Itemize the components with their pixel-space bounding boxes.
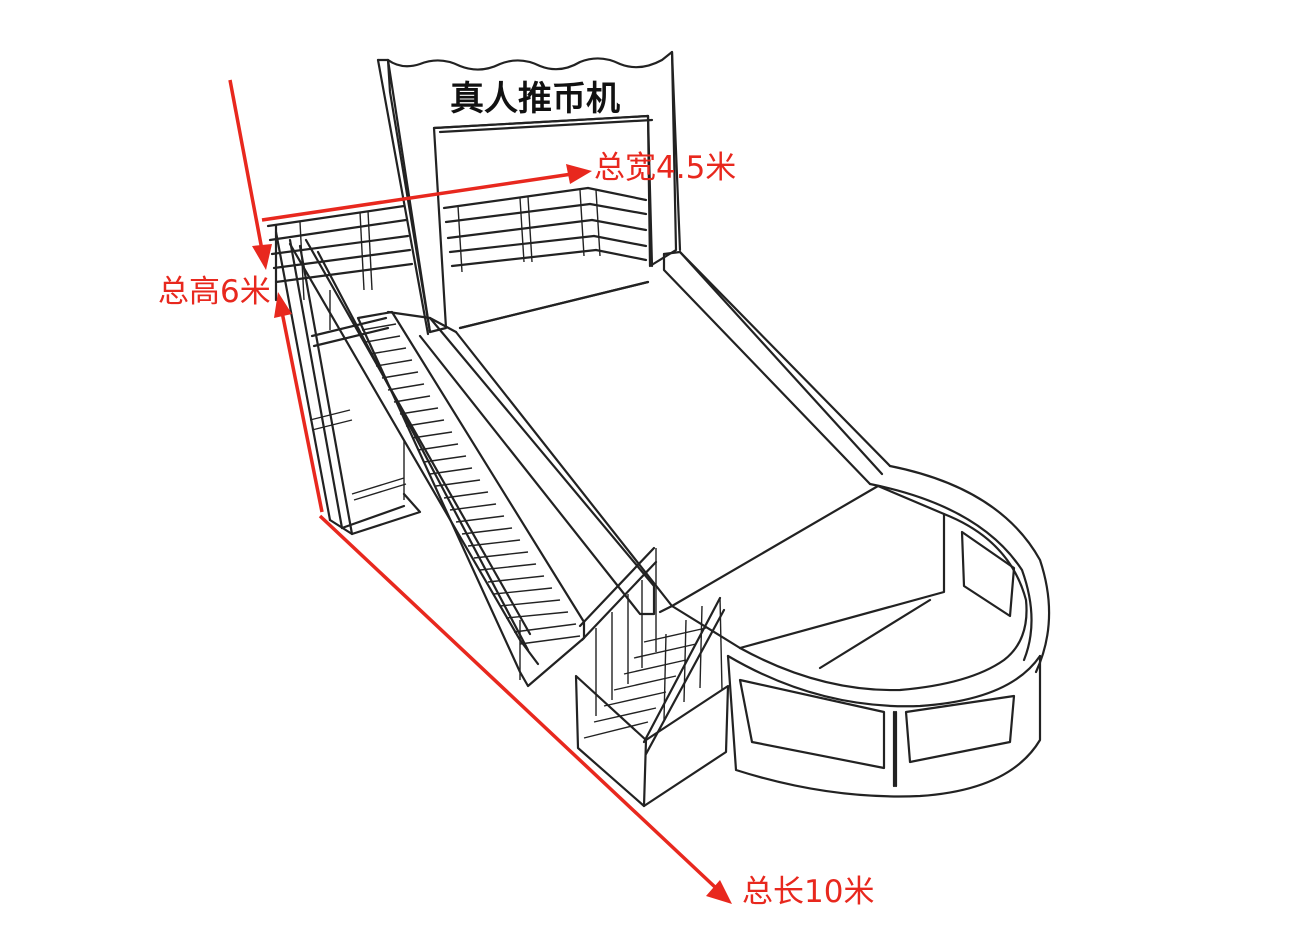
- coin-bowl: [726, 464, 1051, 798]
- height-dimension: 总高6米: [158, 79, 324, 513]
- left-tower: [274, 230, 422, 536]
- sign-gate: 真人推币机: [376, 50, 682, 336]
- height-label: 总高6米: [158, 274, 271, 310]
- length-label: 总长10米: [742, 874, 874, 910]
- length-dimension: 总长10米: [318, 514, 874, 910]
- play-field: [458, 280, 946, 650]
- front-staircase: [574, 546, 730, 808]
- width-label: 总宽4.5米: [594, 150, 736, 186]
- slide-channel: [386, 310, 674, 616]
- sign-title: 真人推币机: [450, 79, 620, 119]
- width-dimension: 总宽4.5米: [261, 150, 736, 222]
- right-ramp-wall: [662, 250, 892, 486]
